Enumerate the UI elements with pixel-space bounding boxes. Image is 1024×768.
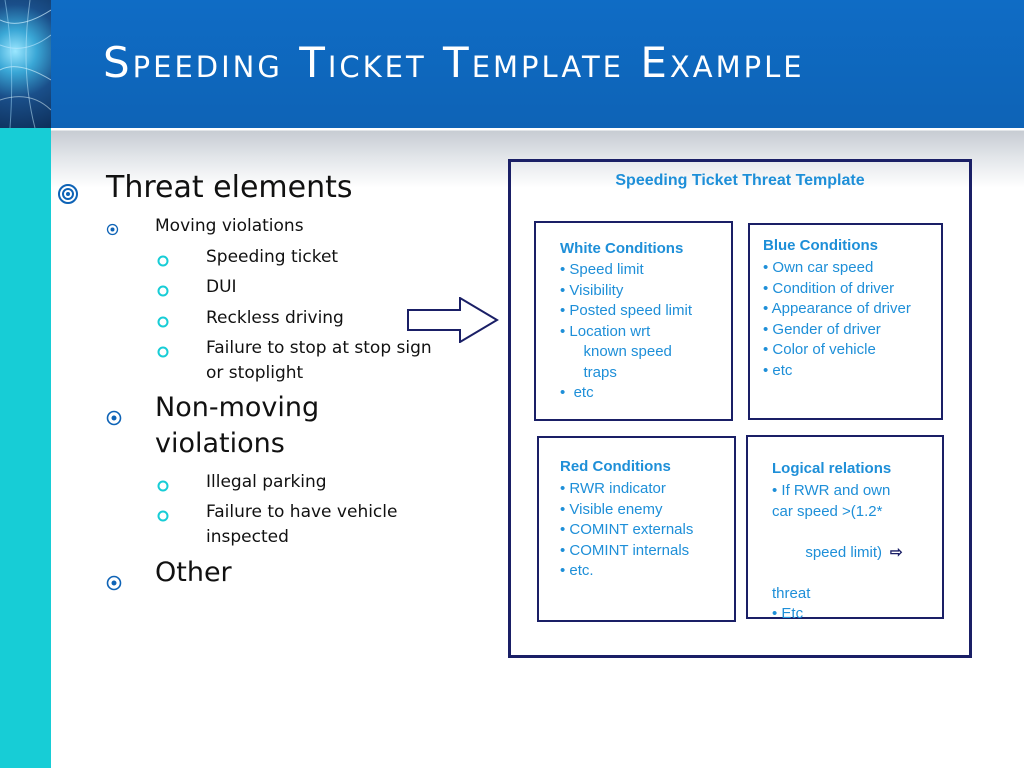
red-conditions-title: Red Conditions xyxy=(560,458,671,475)
right-arrow-icon xyxy=(407,296,499,347)
logical-relations-list: • If RWR and own car speed >(1.2* speed … xyxy=(772,481,903,625)
list-item: • Own car speed xyxy=(763,259,874,276)
threat-template-diagram: Speeding Ticket Threat Template White Co… xyxy=(508,159,972,658)
double-ring-bullet-icon xyxy=(57,178,79,213)
list-item: speed limit)⇨ xyxy=(772,522,903,584)
red-conditions-list: • RWR indicator • Visible enemy • COMINT… xyxy=(560,479,693,582)
list-item: • Posted speed limit xyxy=(560,302,692,319)
list-item: traps xyxy=(571,363,617,381)
blue-conditions-list: • Own car speed • Condition of driver • … xyxy=(763,258,911,381)
list-item: • Appearance of driver xyxy=(763,300,911,317)
list-item: • Condition of driver xyxy=(763,279,895,297)
logical-relations-box: Logical relations • If RWR and own car s… xyxy=(746,435,944,622)
title-shadow xyxy=(51,128,1024,188)
list-item: • COMINT internals xyxy=(560,541,690,559)
list-item: • Color of vehicle xyxy=(763,341,876,358)
logical-relations-title: Logical relations xyxy=(772,460,892,477)
list-item: • COMINT externals xyxy=(560,521,694,538)
list-item: • Visibility xyxy=(560,281,624,299)
implies-arrow-icon: ⇨ xyxy=(890,543,903,561)
list-item: threat xyxy=(772,584,811,602)
title-bar: Speeding Ticket Template Example xyxy=(51,0,1024,128)
ring-bullet-icon xyxy=(106,567,122,598)
slide-title: Speeding Ticket Template Example xyxy=(103,38,805,87)
list-item: • etc xyxy=(560,384,594,401)
list-item: • Etc xyxy=(772,605,804,622)
blue-conditions-box: Blue Conditions • Own car speed • Condit… xyxy=(748,223,943,420)
list-item: • Visible enemy xyxy=(560,500,663,518)
ring-bullet-icon xyxy=(106,402,122,433)
red-conditions-box: Red Conditions • RWR indicator • Visible… xyxy=(537,436,736,622)
list-item: • If RWR and own xyxy=(772,482,891,499)
list-item: • etc xyxy=(763,361,793,379)
list-item: • Speed limit xyxy=(560,261,644,278)
white-conditions-list: • Speed limit • Visibility • Posted spee… xyxy=(560,260,692,404)
circle-bullet-icon xyxy=(157,507,169,527)
ring-bullet-icon xyxy=(106,221,119,241)
circle-bullet-icon xyxy=(157,477,169,497)
white-conditions-title: White Conditions xyxy=(560,240,684,257)
blue-conditions-title: Blue Conditions xyxy=(763,237,878,254)
circle-bullet-icon xyxy=(157,313,169,333)
list-item: • RWR indicator xyxy=(560,480,666,497)
left-accent-strip xyxy=(0,128,51,768)
diagram-title: Speeding Ticket Threat Template xyxy=(615,172,865,189)
list-item: known speed xyxy=(571,343,672,360)
circle-bullet-icon xyxy=(157,282,169,302)
list-item: car speed >(1.2* xyxy=(772,502,883,520)
list-item: • etc. xyxy=(560,562,594,579)
corner-decoration xyxy=(0,0,51,128)
circle-bullet-icon xyxy=(157,343,169,363)
list-item: • Location wrt xyxy=(560,322,651,340)
circle-bullet-icon xyxy=(157,252,169,272)
list-item: • Gender of driver xyxy=(763,320,881,338)
white-conditions-box: White Conditions • Speed limit • Visibil… xyxy=(534,221,733,421)
